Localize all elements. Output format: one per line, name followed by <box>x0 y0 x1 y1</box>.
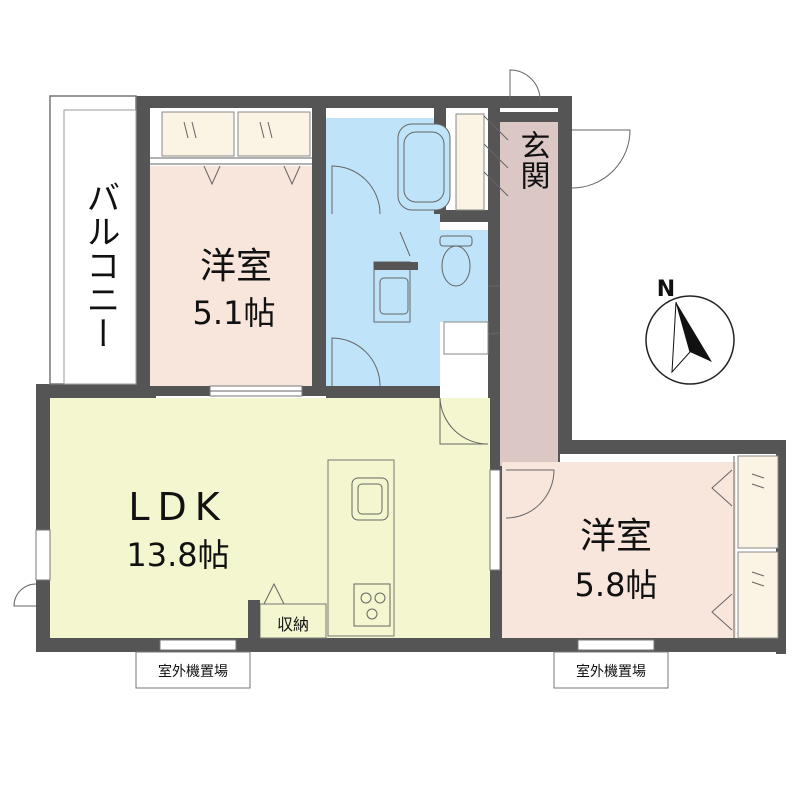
washroom <box>326 214 440 387</box>
outdoor-unit-right: 室外機置場 <box>553 651 669 689</box>
storage-label: 収納 <box>277 615 309 634</box>
bedroom-1-size: 5.1帖 <box>193 294 276 332</box>
balcony: バルコニー <box>49 95 137 385</box>
compass-label: N <box>657 277 675 302</box>
ldk-name: LDK <box>128 485 227 529</box>
ldk: 収納 LDK 13.8帖 <box>13 397 501 651</box>
hallway <box>500 196 558 466</box>
sink <box>351 477 389 521</box>
bedroom-2-size: 5.8帖 <box>575 566 658 604</box>
balcony-label: バルコニー <box>80 180 120 350</box>
entrance-label: 玄関 <box>515 130 550 190</box>
outdoor-unit-left: 室外機置場 <box>135 651 251 689</box>
outdoor-unit-left-label: 室外機置場 <box>158 663 228 680</box>
bathtub <box>397 123 451 211</box>
outdoor-unit-right-label: 室外機置場 <box>576 663 646 680</box>
compass-north-icon: N <box>645 277 735 385</box>
bathroom <box>326 118 451 215</box>
closet-2 <box>237 111 311 157</box>
bedroom-2: 洋室 5.8帖 <box>502 455 779 651</box>
toilet <box>428 230 537 355</box>
closet-4 <box>737 551 779 639</box>
storage <box>259 603 327 639</box>
closet-3 <box>737 455 779 549</box>
entrance: 玄関 <box>455 69 631 211</box>
bedroom-1-name: 洋室 <box>200 246 272 287</box>
bedroom-1: 洋室 5.1帖 <box>150 111 312 397</box>
kitchen-counter <box>327 459 395 637</box>
bedroom-2-name: 洋室 <box>580 516 652 557</box>
closet-1 <box>161 111 235 157</box>
stove <box>353 583 391 627</box>
ldk-size: 13.8帖 <box>126 536 229 574</box>
